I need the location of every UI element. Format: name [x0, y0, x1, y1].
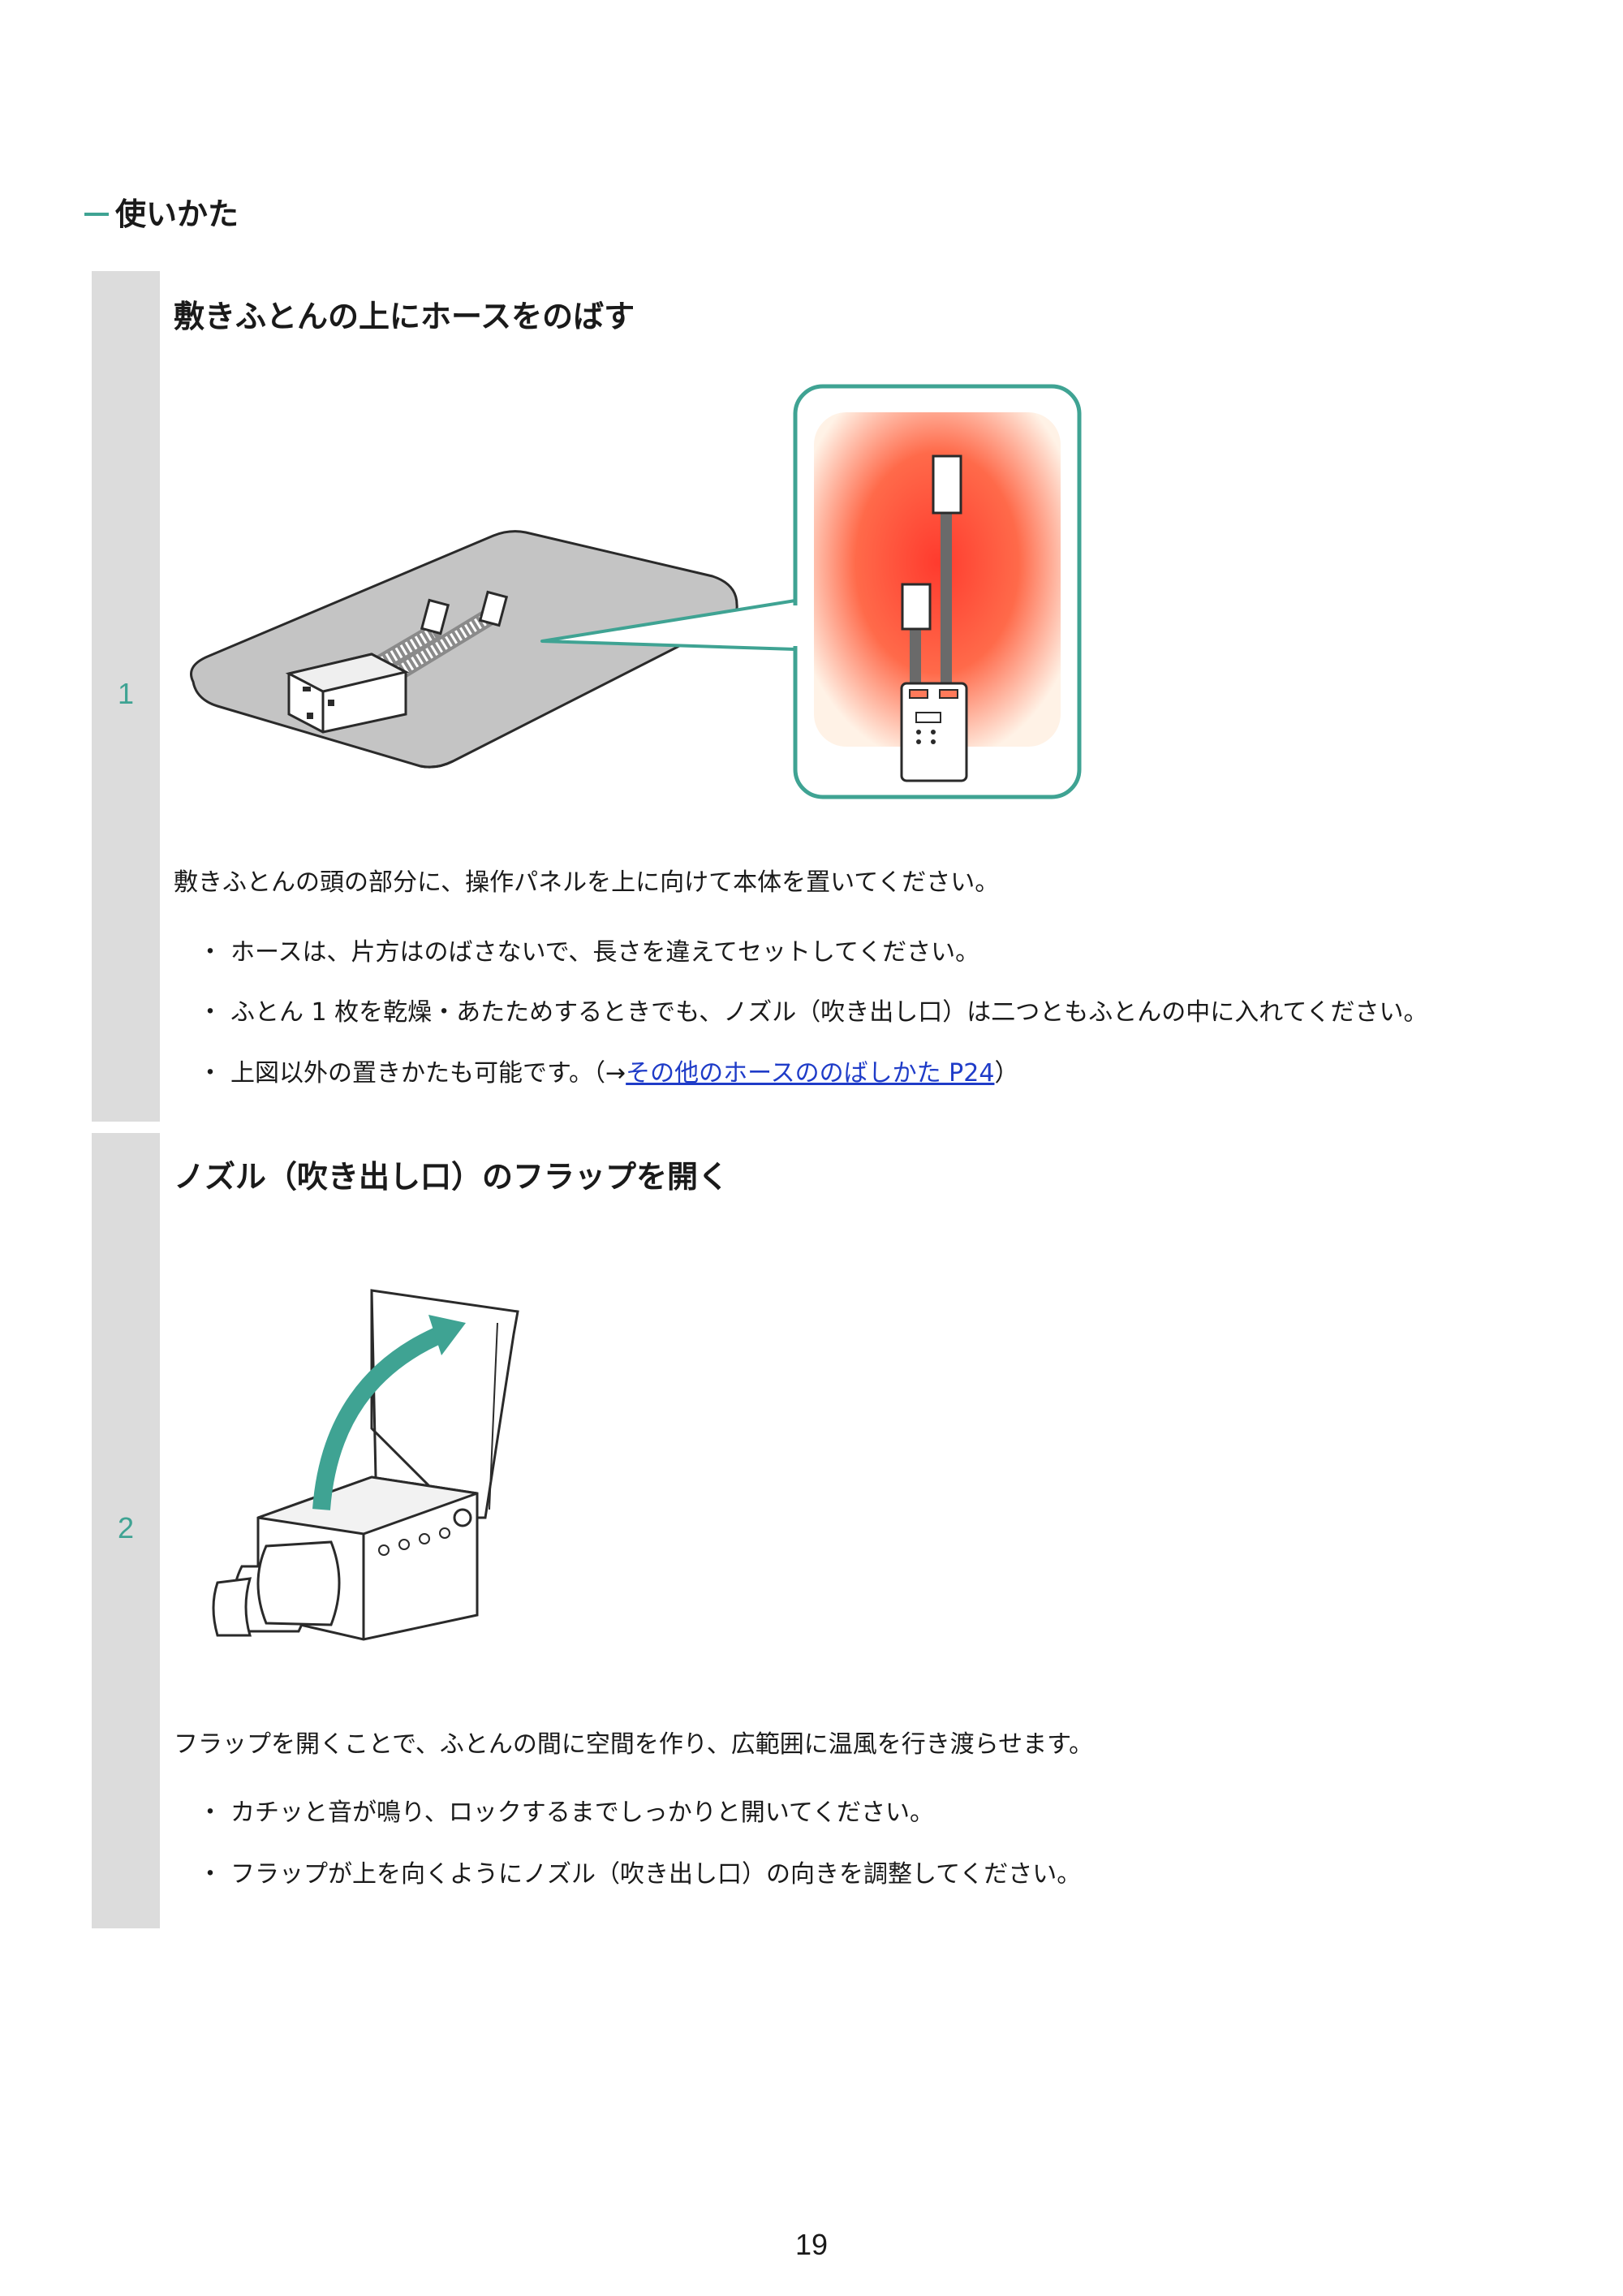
heading-dash — [84, 213, 109, 216]
step-2-title: ノズル（吹き出し口）のフラップを開く — [174, 1159, 730, 1195]
bullet-text: ホースは、片方はのばさないで、長さを違えてセットしてください。 — [230, 938, 980, 967]
bullet-suffix: ） — [994, 1059, 1019, 1088]
step-1-description: 敷きふとんの頭の部分に、操作パネルを上に向けて本体を置いてください。 — [174, 868, 1000, 897]
bullet-text: ふとん 1 枚を乾燥・あたためするときでも、ノズル（吹き出し口）は二つともふとん… — [230, 998, 1428, 1027]
step-2-description: フラップを開くことで、ふとんの間に空間を作り、広範囲に温風を行き渡らせます。 — [174, 1730, 1094, 1759]
step-1-bullet-1: ・ホースは、片方はのばさないで、長さを違えてセットしてください。 — [198, 935, 979, 971]
step-1-bullet-3: ・上図以外の置きかたも可能です。（→その他のホースののばしかた P24） — [198, 1056, 1018, 1092]
nozzle-flap-illustration — [212, 1289, 519, 1641]
step-1-title: 敷きふとんの上にホースをのばす — [174, 299, 635, 334]
page-number: 19 — [794, 2228, 829, 2261]
section-heading: 使いかた — [84, 192, 239, 237]
bullet-dot: ・ — [198, 998, 222, 1027]
bullet-dot: ・ — [198, 1059, 222, 1088]
bullet-dot: ・ — [198, 1798, 222, 1827]
section-title: 使いかた — [115, 196, 239, 232]
bullet-text: カチッと音が鳴り、ロックするまでしっかりと開いてください。 — [230, 1798, 934, 1827]
bullet-text: フラップが上を向くようにノズル（吹き出し口）の向きを調整してください。 — [230, 1860, 1082, 1889]
step-2-bullet-2: ・フラップが上を向くようにノズル（吹き出し口）の向きを調整してください。 — [198, 1857, 1081, 1893]
step-1-number: 1 — [117, 677, 135, 710]
bullet-dot: ・ — [198, 1860, 222, 1889]
hose-layout-link[interactable]: その他のホースののばしかた P24 — [626, 1059, 995, 1088]
step-2-bullet-1: ・カチッと音が鳴り、ロックするまでしっかりと開いてください。 — [198, 1795, 934, 1831]
step-2-bar — [92, 1133, 160, 1928]
step-1-bullet-2: ・ふとん 1 枚を乾燥・あたためするときでも、ノズル（吹き出し口）は二つともふと… — [198, 995, 1427, 1031]
futon-hose-illustration — [190, 384, 1082, 799]
step-1-bar — [92, 271, 160, 1122]
bullet-dot: ・ — [198, 938, 222, 967]
step-2-number: 2 — [117, 1511, 135, 1544]
bullet-text: 上図以外の置きかたも可能です。（→ — [230, 1059, 626, 1088]
